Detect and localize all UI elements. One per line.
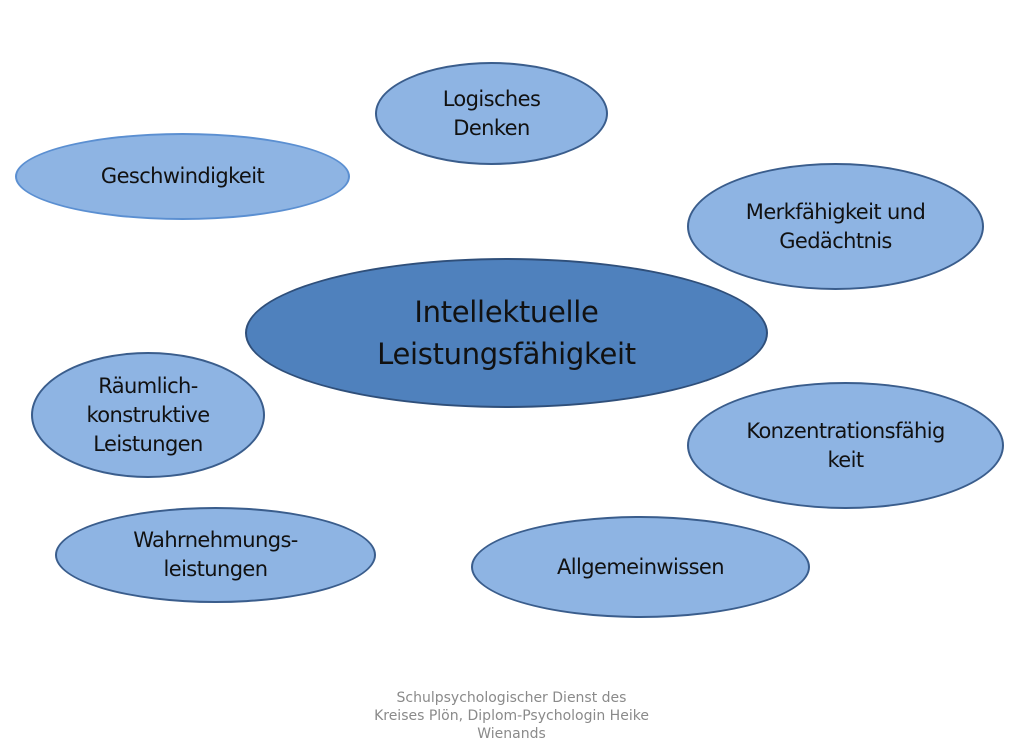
node-raeumlich-text: Räumlich- konstruktive Leistungen	[86, 372, 210, 459]
node-line: Konzentrationsfähig	[746, 418, 945, 443]
node-logisches-denken: Logisches Denken	[375, 62, 608, 165]
node-wahrnehmung-text: Wahrnehmungs- leistungen	[133, 526, 298, 584]
node-line: Geschwindigkeit	[100, 164, 265, 188]
node-line: Räumlich-	[98, 373, 198, 398]
node-line: konstruktive	[86, 402, 210, 427]
center-node-text: Intellektuelle Leistungsfähigkeit	[377, 291, 636, 375]
node-konzentration: Konzentrationsfähig keit	[687, 382, 1004, 509]
center-node: Intellektuelle Leistungsfähigkeit	[245, 258, 768, 408]
node-line: Logisches	[442, 86, 541, 111]
node-allgemeinwissen-text: Allgemeinwissen	[557, 553, 725, 582]
node-allgemeinwissen: Allgemeinwissen	[471, 516, 810, 618]
node-merkfaehigkeit: Merkfähigkeit und Gedächtnis	[687, 163, 984, 290]
footer-line-3: Wienands	[477, 726, 546, 742]
node-merkfaehigkeit-text: Merkfähigkeit und Gedächtnis	[745, 198, 926, 256]
footer-credit: Schulpsychologischer Dienst des Kreises …	[340, 689, 683, 743]
node-line: leistungen	[163, 557, 269, 581]
footer-line-1: Schulpsychologischer Dienst des	[396, 690, 627, 706]
node-line: Leistungen	[93, 431, 203, 456]
node-geschwindigkeit: Geschwindigkeit	[15, 133, 350, 220]
center-line-2: Leistungsfähigkeit	[377, 337, 636, 371]
node-logisches-denken-text: Logisches Denken	[443, 85, 541, 143]
node-line: Allgemeinwissen	[557, 554, 725, 579]
center-line-1: Intellektuelle	[414, 295, 599, 329]
footer-line-2: Kreises Plön, Diplom-Psychologin Heike	[374, 708, 649, 724]
node-line: keit	[827, 447, 864, 472]
node-konzentration-text: Konzentrationsfähig keit	[746, 417, 945, 475]
node-raeumlich: Räumlich- konstruktive Leistungen	[31, 352, 265, 478]
node-line: Merkfähigkeit und	[745, 199, 926, 224]
node-geschwindigkeit-text: Geschwindigkeit	[100, 162, 265, 191]
node-line: Denken	[453, 115, 530, 140]
node-wahrnehmung: Wahrnehmungs- leistungen	[55, 507, 376, 603]
node-line: Gedächtnis	[779, 228, 892, 253]
node-line: Wahrnehmungs-	[133, 528, 298, 552]
